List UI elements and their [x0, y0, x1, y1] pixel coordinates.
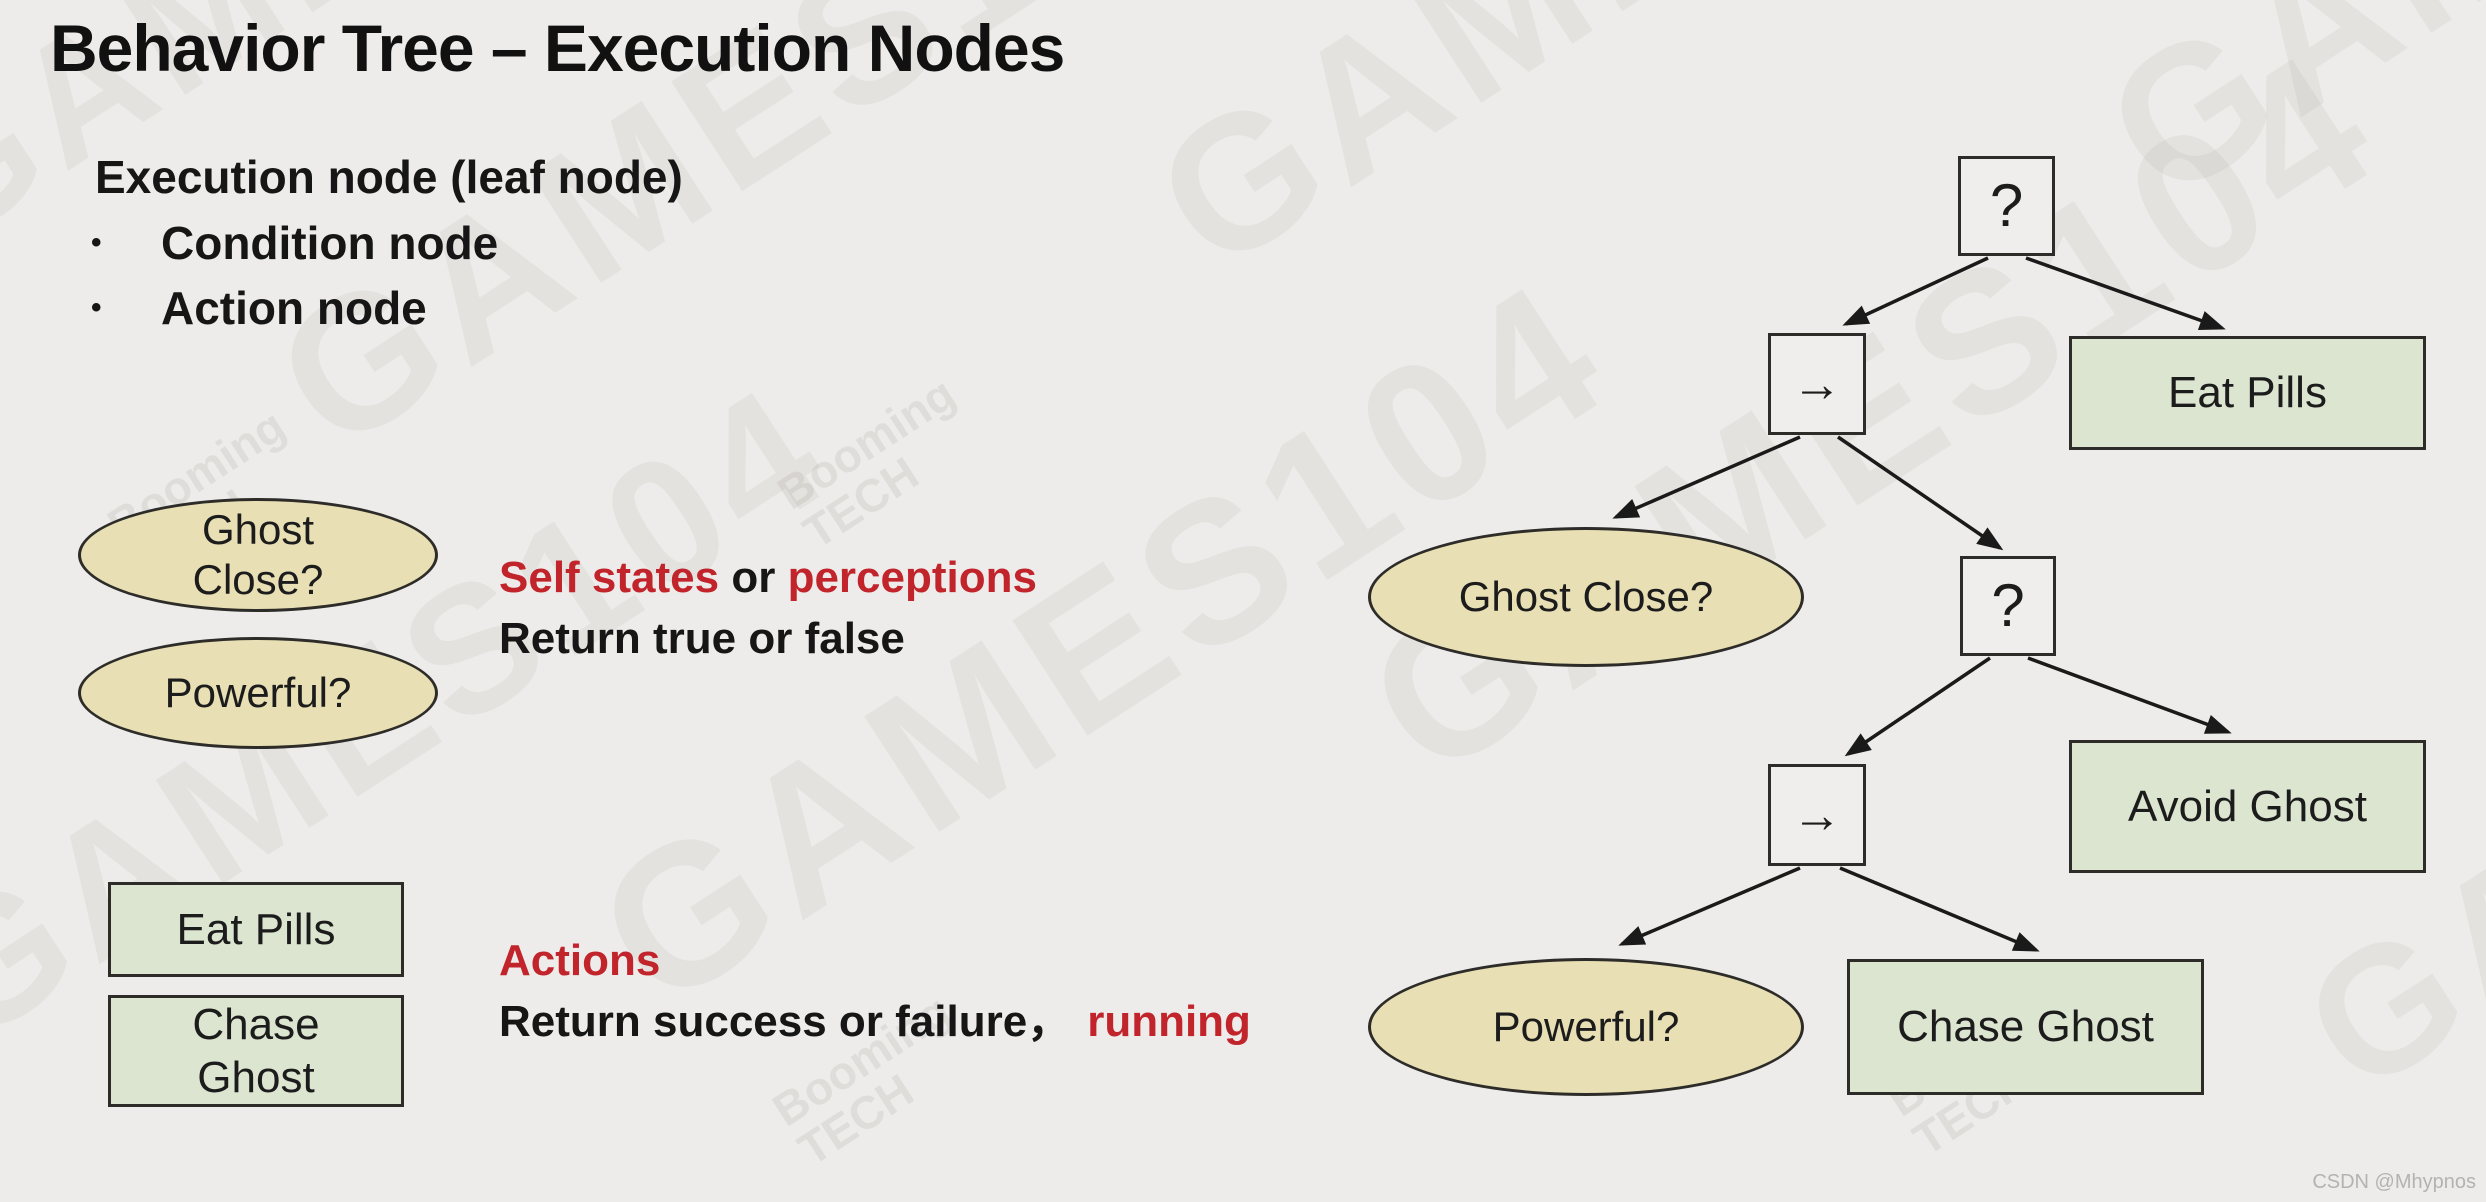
bullet-action-node: • Action node [83, 281, 427, 335]
condition-description: Self states or perceptions Return true o… [499, 547, 1037, 669]
tree-node-label: Powerful? [1492, 1003, 1680, 1050]
tree-node-powerful: Powerful? [1368, 958, 1804, 1096]
selector-question-glyph: ? [1991, 572, 2025, 639]
bullet-label: Condition node [161, 217, 499, 269]
tree-edge [1618, 866, 1801, 946]
page-title: Behavior Tree – Execution Nodes [50, 11, 1065, 85]
action-box-eat-pills: Eat Pills [108, 882, 404, 977]
tree-node-ghost-close: Ghost Close? [1368, 527, 1804, 667]
action-desc-red: running [1087, 997, 1251, 1046]
bullet-label: Action node [161, 282, 427, 334]
action-box-chase-ghost: Chase Ghost [108, 995, 404, 1107]
intro-heading: Execution node (leaf node) [95, 151, 683, 203]
tree-node-label: Eat Pills [2168, 368, 2327, 417]
tree-node-sequence-2: → [1768, 764, 1866, 866]
tree-node-sequence-1: → [1768, 333, 1866, 435]
selector-question-glyph: ? [1989, 172, 2024, 239]
tree-node-label: Chase Ghost [1897, 1002, 2154, 1051]
condition-ellipse-line1: Ghost [201, 506, 315, 553]
tree-node-eat-pills: Eat Pills [2069, 336, 2426, 450]
bullet-marker: • [91, 291, 102, 324]
condition-desc-red1: Self states [499, 553, 720, 602]
sequence-arrow-glyph: → [1792, 787, 1842, 843]
condition-ellipse-ghost-close: Ghost Close? [78, 498, 438, 612]
bullet-condition-node: • Condition node [83, 216, 498, 270]
action-desc-label: Actions [499, 936, 661, 985]
tree-node-avoid-ghost: Avoid Ghost [2069, 740, 2426, 873]
tree-edge [1839, 866, 2040, 952]
tree-node-label: Ghost Close? [1458, 573, 1714, 620]
condition-ellipse-powerful: Powerful? [78, 637, 438, 749]
action-box-line2: Ghost [197, 1053, 315, 1102]
action-box-line1: Chase [192, 1000, 320, 1049]
condition-ellipse-label: Powerful? [164, 669, 352, 716]
action-desc-line2: Return success or failure， running [499, 991, 1251, 1052]
condition-desc-black: or [719, 553, 788, 602]
condition-desc-line1: Self states or perceptions [499, 547, 1037, 608]
tree-node-selector-2: ? [1960, 556, 2056, 656]
action-desc-black: Return success or failure， [499, 997, 1072, 1046]
tree-node-label: Avoid Ghost [2128, 781, 2367, 831]
action-box-label: Eat Pills [176, 904, 336, 954]
condition-desc-red2: perceptions [787, 553, 1037, 602]
credit-watermark: CSDN @Mhypnos [2312, 1171, 2476, 1193]
condition-ellipse-line2: Close? [192, 556, 324, 603]
tree-edge [2027, 656, 2232, 734]
tree-node-chase-ghost: Chase Ghost [1847, 959, 2204, 1095]
bullet-marker: • [91, 226, 102, 259]
sequence-arrow-glyph: → [1792, 356, 1842, 412]
action-description: Actions Return success or failure， runnin… [499, 930, 1251, 1052]
tree-edge [1844, 656, 1991, 757]
condition-desc-line2: Return true or false [499, 614, 905, 663]
tree-node-root-selector: ? [1958, 156, 2055, 256]
